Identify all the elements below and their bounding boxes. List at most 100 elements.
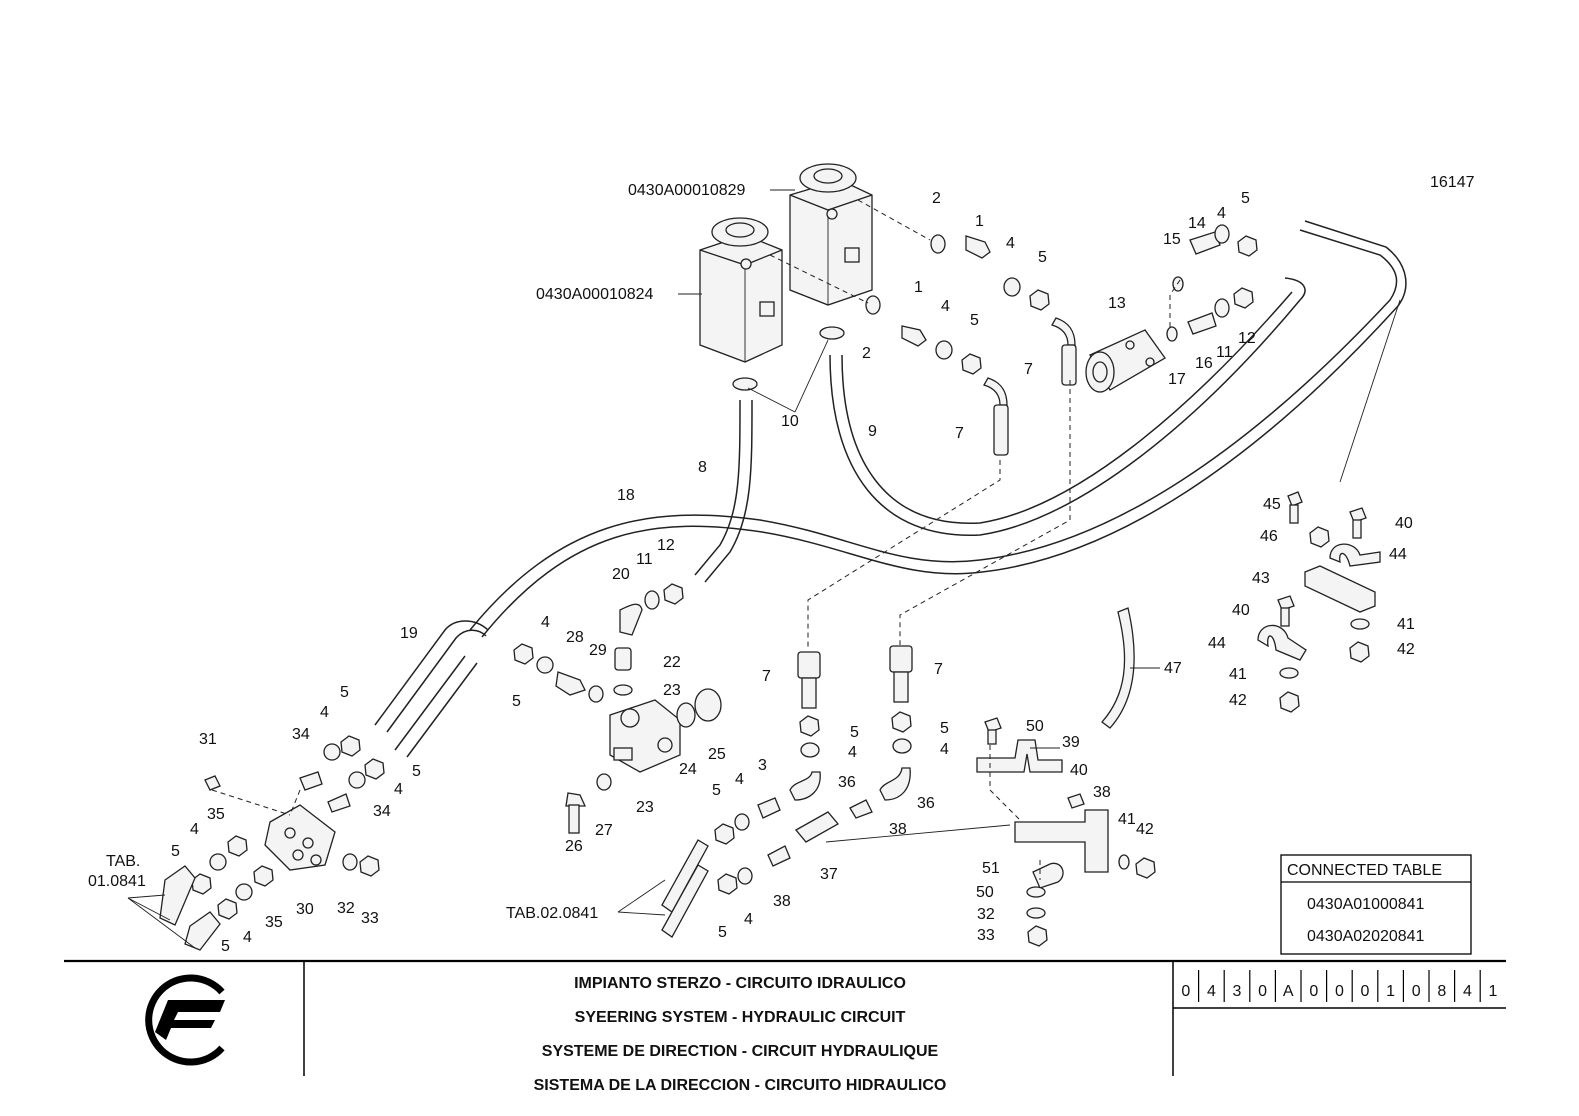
callout-42: 41 (1118, 811, 1136, 828)
hose-clamp (819, 326, 845, 340)
callout-5: 5 (1241, 190, 1250, 207)
callout-16: 16 (1195, 355, 1213, 372)
assembly-ref-0430a00010824: 0430A00010824 (536, 286, 654, 303)
callout-7: 7 (955, 425, 964, 442)
callout-23: 23 (636, 799, 654, 816)
callout-43: 42 (1136, 821, 1154, 838)
connected-table-row: 0430A01000841 (1307, 896, 1425, 913)
company-logo-icon (145, 974, 225, 1066)
callout-43: 42 (1229, 692, 1247, 709)
callout-29: 29 (589, 642, 607, 659)
callout-5: 5 (850, 724, 859, 741)
callout-7: 7 (1024, 361, 1033, 378)
fittings (159, 224, 1370, 951)
callout-26: 26 (565, 838, 583, 855)
title-line-en: SYEERING SYSTEM - HYDRAULIC CIRCUIT (575, 1009, 906, 1026)
title-line-it: IMPIANTO STERZO - CIRCUITO IDRAULICO (574, 975, 906, 992)
tab-ref-01-line2: 01.0841 (88, 873, 146, 890)
tank-0430a00010829 (789, 163, 873, 306)
callout-41: 40 (1070, 762, 1088, 779)
part-callouts: 2 1 4 5 1 4 5 2 7 7 10 9 8 13 15 14 4 5 … (171, 190, 1415, 955)
callout-5: 5 (970, 312, 979, 329)
callout-5: 5 (940, 720, 949, 737)
code-cell: A (1283, 983, 1294, 1000)
callout-15: 15 (1163, 231, 1181, 248)
callout-48: 47 (1164, 660, 1182, 677)
callout-45: 44 (1389, 546, 1407, 563)
callout-4: 4 (735, 771, 744, 788)
callout-33: 33 (977, 927, 995, 944)
callout-37: 36 (917, 795, 935, 812)
callout-25: 25 (708, 746, 726, 763)
callout-42: 41 (1397, 616, 1415, 633)
callout-4: 4 (190, 821, 199, 838)
connected-table-header: CONNECTED TABLE (1287, 862, 1442, 879)
code-cell: 8 (1437, 983, 1446, 1000)
callout-38: 38 (889, 821, 907, 838)
callout-41: 40 (1232, 602, 1250, 619)
callout-36: 37 (820, 866, 838, 883)
callout-39: 38 (1093, 784, 1111, 801)
callout-1: 1 (914, 279, 923, 296)
callout-43: 42 (1397, 641, 1415, 658)
pipe-clamp-51 (1032, 862, 1064, 889)
callout-7: 7 (762, 668, 771, 685)
callout-1: 1 (975, 213, 984, 230)
callout-28: 28 (566, 629, 584, 646)
callout-4: 4 (1217, 205, 1226, 222)
callout-5: 5 (512, 693, 521, 710)
callout-4: 4 (848, 744, 857, 761)
cable-tie (1101, 607, 1135, 729)
callout-40: 39 (1062, 734, 1080, 751)
bracket-40 (976, 739, 1063, 773)
callout-24: 24 (679, 761, 697, 778)
callout-35: 35 (265, 914, 283, 931)
callout-5: 5 (712, 782, 721, 799)
callout-47: 46 (1260, 528, 1278, 545)
callout-50: 50 (976, 884, 994, 901)
tab-ref-02: TAB.02.0841 (506, 905, 598, 922)
leader-lines (127, 189, 1401, 949)
title-block: IMPIANTO STERZO - CIRCUITO IDRAULICO SYE… (64, 959, 1506, 1094)
title-line-fr: SYSTEME DE DIRECTION - CIRCUIT HYDRAULIQ… (542, 1043, 939, 1060)
callout-5: 5 (718, 924, 727, 941)
callout-35: 35 (207, 806, 225, 823)
callout-5: 5 (340, 684, 349, 701)
callout-8: 8 (698, 459, 707, 476)
tank-0430a00010824 (699, 217, 783, 363)
bracket-44 (1304, 565, 1376, 613)
callout-4: 4 (394, 781, 403, 798)
callout-42: 41 (1229, 666, 1247, 683)
assembly-dashed-lines (211, 199, 1181, 880)
code-cell: 0 (1309, 983, 1318, 1000)
callout-22: 23 (663, 682, 681, 699)
connected-table-row: 0430A02020841 (1307, 928, 1425, 945)
callout-34: 34 (373, 803, 391, 820)
callout-4: 4 (744, 911, 753, 928)
callout-19: 19 (400, 625, 418, 642)
callout-5: 5 (171, 843, 180, 860)
callout-12: 12 (1238, 330, 1256, 347)
callout-11: 11 (1216, 344, 1233, 361)
callout-4: 4 (541, 614, 550, 631)
callout-5: 5 (1038, 249, 1047, 266)
code-cell: 1 (1489, 983, 1498, 1000)
callout-34: 34 (292, 726, 310, 743)
callout-14: 14 (1188, 215, 1206, 232)
bracket-39 (1014, 809, 1109, 873)
callout-11: 11 (636, 551, 653, 568)
pipe-clamp-45 (1329, 543, 1381, 567)
callout-4: 4 (940, 741, 949, 758)
code-cell: 0 (1412, 983, 1421, 1000)
sheet-number: 16147 (1430, 174, 1475, 191)
callout-4: 4 (320, 704, 329, 721)
callout-10: 10 (781, 413, 799, 430)
callout-7: 7 (934, 661, 943, 678)
pipe-clamp-45 (1257, 624, 1307, 661)
callout-38: 38 (773, 893, 791, 910)
callout-45: 44 (1208, 635, 1226, 652)
tab-ref-01-line1: TAB. (106, 853, 140, 870)
callout-31: 31 (199, 731, 217, 748)
pipe-19 (374, 620, 489, 758)
